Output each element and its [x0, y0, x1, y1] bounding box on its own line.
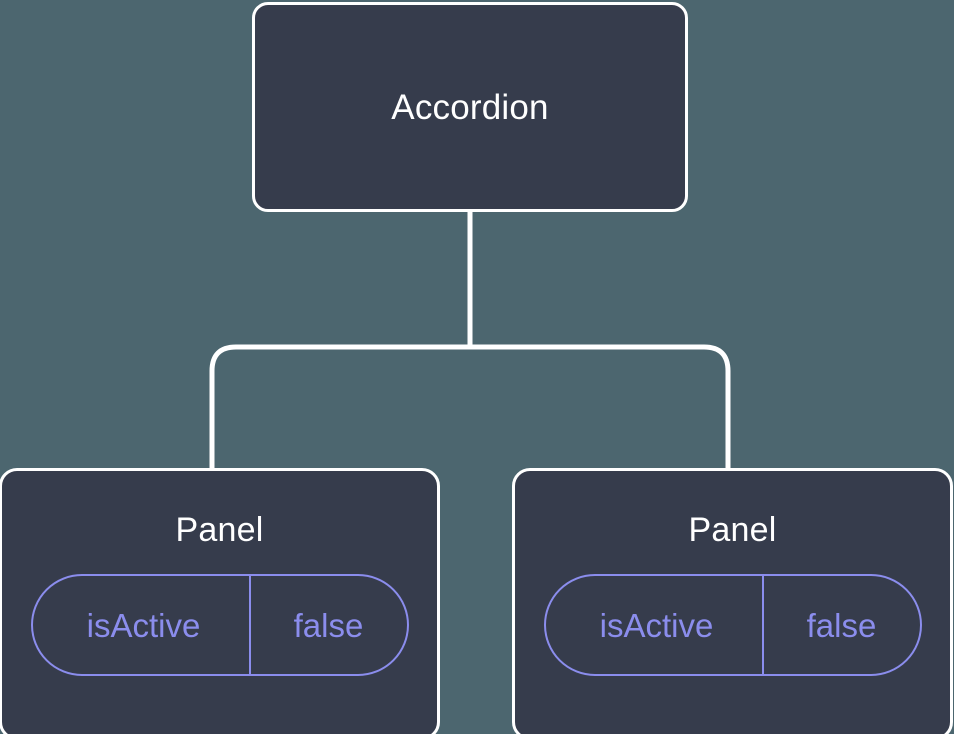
prop-pill-panel-2[interactable]: isActive false [543, 574, 922, 676]
node-accordion[interactable]: Accordion [252, 2, 688, 212]
prop-value-isactive: false [248, 576, 407, 674]
prop-pill-panel-1[interactable]: isActive false [30, 574, 409, 676]
node-panel-1[interactable]: Panel isActive false [0, 468, 440, 734]
node-panel-2-label: Panel [688, 511, 777, 549]
prop-value-isactive: false [761, 576, 920, 674]
connector-branch-left [209, 344, 470, 470]
prop-key-isactive: isActive [599, 606, 714, 644]
node-accordion-label: Accordion [391, 87, 549, 127]
connector-branch-right [470, 344, 731, 470]
node-panel-2[interactable]: Panel isActive false [512, 468, 953, 734]
node-panel-1-label: Panel [175, 511, 264, 549]
prop-key-isactive: isActive [86, 606, 201, 644]
